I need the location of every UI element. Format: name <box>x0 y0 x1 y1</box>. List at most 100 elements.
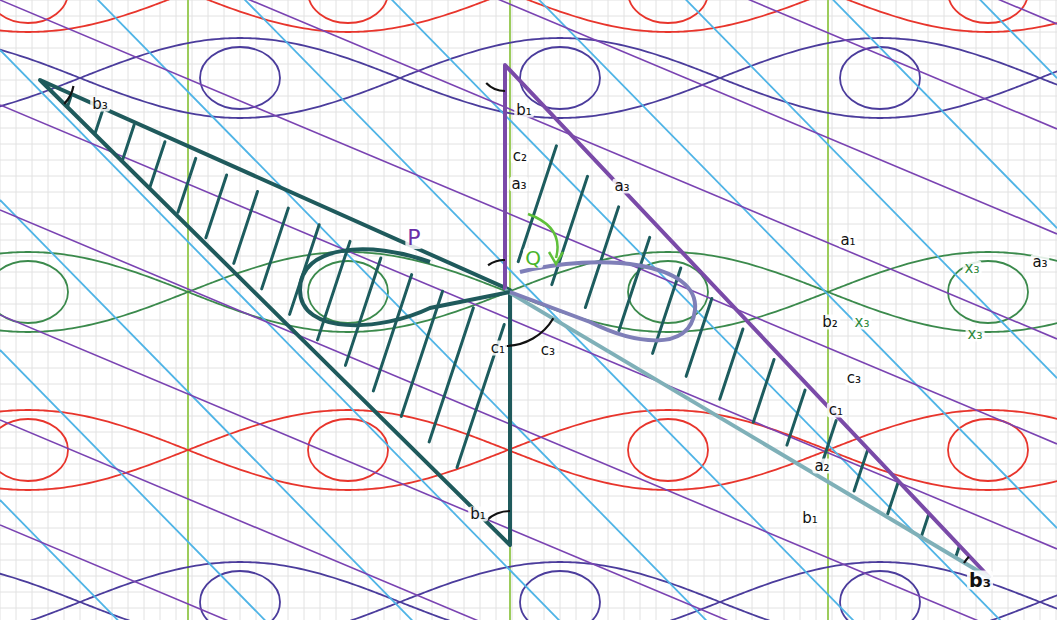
grid-line <box>848 0 849 620</box>
angle-label: a₃ <box>1030 255 1049 270</box>
grid-line <box>0 176 1057 177</box>
hatching <box>518 146 960 560</box>
angle-label: b₁ <box>514 103 534 118</box>
grid-line <box>816 0 817 620</box>
purple-line <box>0 0 1057 444</box>
grid-line <box>0 0 1 620</box>
blue-line <box>0 0 1057 378</box>
grid-line <box>32 0 33 620</box>
angle-label: b₃ <box>967 571 993 590</box>
grid-line <box>0 416 1057 417</box>
blue-line <box>0 350 1057 620</box>
hatching <box>66 92 504 468</box>
grid-line <box>496 0 497 620</box>
grid-line <box>0 464 1057 465</box>
grid-line <box>384 0 385 620</box>
angle-label: c₃ <box>845 371 863 386</box>
grid-line <box>0 400 1057 401</box>
grid-line <box>528 0 529 620</box>
grid-line <box>0 544 1057 545</box>
oval-curve <box>840 47 920 109</box>
angle-label: a₃ <box>612 179 631 194</box>
grid-line <box>80 0 81 620</box>
grid-line <box>1040 0 1041 620</box>
blue-line <box>0 50 1057 620</box>
wave-curve <box>0 0 1057 32</box>
grid-line <box>432 0 433 620</box>
grid-line <box>0 192 1057 193</box>
grid-line <box>992 0 993 620</box>
grid-line <box>224 0 225 620</box>
oval-curve <box>308 0 388 23</box>
grid-line <box>0 336 1057 337</box>
grid-line <box>592 0 593 620</box>
grid-line <box>0 64 1057 65</box>
grid-line <box>0 576 1057 577</box>
grid-line <box>48 0 49 620</box>
angle-label: a₃ <box>509 177 528 192</box>
grid-line <box>416 0 417 620</box>
grid-line <box>864 0 865 620</box>
angle-label: b₃ <box>90 97 110 112</box>
grid-line <box>960 0 961 620</box>
oval-curve <box>520 571 600 620</box>
angle-arc <box>486 83 505 91</box>
loop-curve <box>300 249 510 325</box>
angle-label: Q <box>523 248 543 268</box>
grid-line <box>112 0 113 620</box>
blue-line <box>0 500 1057 620</box>
grid-line <box>480 0 481 620</box>
grid-line <box>96 0 97 620</box>
oval-curve <box>948 261 1028 323</box>
triangle-outline <box>505 65 990 578</box>
angle-label: c₃ <box>539 343 557 358</box>
grid-line <box>0 528 1057 529</box>
grid-line <box>0 48 1057 49</box>
angle-label: b₁ <box>468 507 488 522</box>
grid-line <box>208 0 209 620</box>
grid-line <box>832 0 833 620</box>
angle-arc <box>64 86 73 104</box>
angle-arc <box>488 260 505 265</box>
grid-line <box>304 0 305 620</box>
grid-line <box>672 0 673 620</box>
purple-line <box>0 0 1057 339</box>
purple-line <box>0 420 1057 620</box>
oval-curve <box>948 0 1028 23</box>
grid-line <box>896 0 897 620</box>
angle-label: b₂ <box>820 315 840 330</box>
grid-line <box>752 0 753 620</box>
angle-label: c₂ <box>511 149 529 164</box>
grid-line <box>656 0 657 620</box>
purple-line <box>0 0 1057 129</box>
grid-line <box>0 32 1057 33</box>
grid-line <box>880 0 881 620</box>
grid-line <box>128 0 129 620</box>
grid-line <box>464 0 465 620</box>
grid-line <box>608 0 609 620</box>
grid-line <box>176 0 177 620</box>
blue-line <box>0 200 1057 620</box>
purple-line <box>0 525 1057 620</box>
angle-label: x₃ <box>963 261 982 276</box>
grid-line <box>144 0 145 620</box>
grid-line <box>0 16 1057 17</box>
grid-line <box>976 0 977 620</box>
wave-curve <box>0 410 1057 490</box>
angle-label: a₂ <box>812 459 831 474</box>
grid-line <box>0 560 1057 561</box>
grid-line <box>352 0 353 620</box>
oval-curve <box>0 419 68 481</box>
blue-line <box>0 0 1057 228</box>
wave-curve <box>0 410 1057 490</box>
wave-curve <box>0 38 1057 118</box>
grid-line <box>0 144 1057 145</box>
grid-line <box>1008 0 1009 620</box>
oval-curve <box>0 261 68 323</box>
grid-line <box>0 352 1057 353</box>
